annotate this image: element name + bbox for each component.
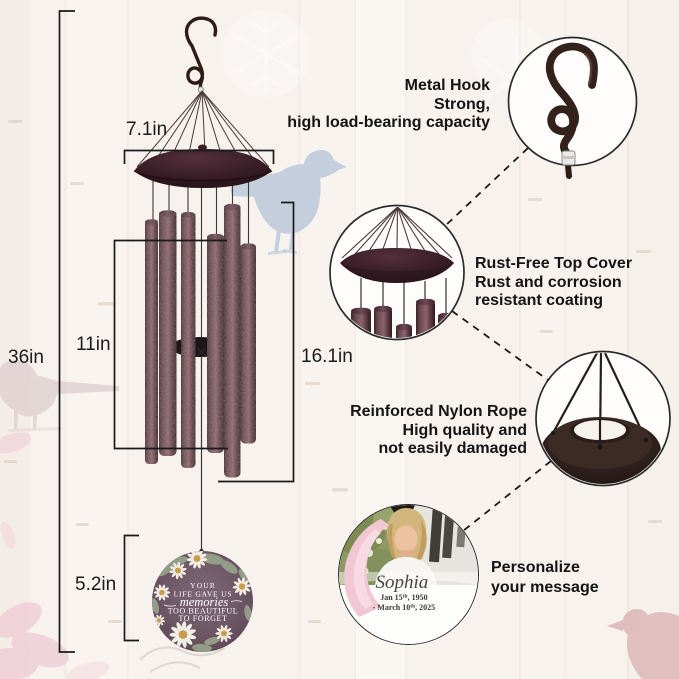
svg-text:memories: memories [180, 595, 229, 609]
svg-text:YOUR: YOUR [190, 581, 216, 590]
svg-text:TO FORGET: TO FORGET [178, 614, 227, 623]
svg-text:TOO BEAUTIFUL: TOO BEAUTIFUL [168, 606, 239, 615]
svg-text:LIFE GAVE US: LIFE GAVE US [174, 589, 233, 598]
